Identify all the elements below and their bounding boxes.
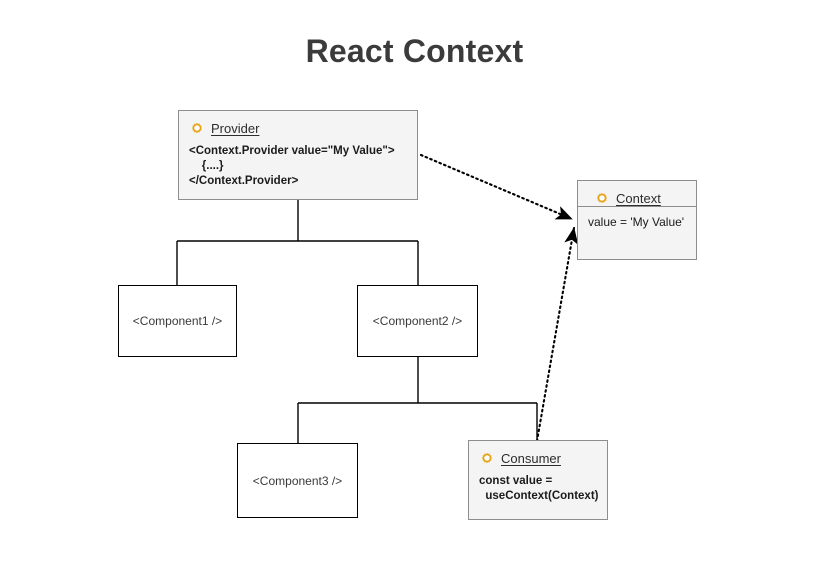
node-component3[interactable]: <Component3 /> — [237, 443, 358, 518]
node-provider[interactable]: Provider <Context.Provider value="My Val… — [178, 110, 418, 200]
provider-code: <Context.Provider value="My Value"> {...… — [189, 145, 395, 187]
node-component1[interactable]: <Component1 /> — [118, 285, 237, 357]
gear-icon — [189, 120, 205, 136]
context-header: Context — [578, 181, 696, 206]
edge-component2-to-children — [297, 357, 538, 443]
edge-provider-to-children — [176, 200, 419, 285]
consumer-code: const value = useContext(Context) — [479, 475, 599, 502]
provider-header: Provider — [179, 111, 417, 136]
context-divider — [578, 206, 696, 207]
page-title: React Context — [305, 33, 524, 69]
edge-consumer-to-context — [535, 226, 579, 443]
gear-icon — [479, 450, 495, 466]
edge-provider-to-context — [419, 153, 574, 221]
node-context[interactable]: Context value = 'My Value' — [577, 180, 697, 260]
node-consumer[interactable]: Consumer const value = useContext(Contex… — [468, 440, 608, 520]
component2-label: <Component2 /> — [372, 314, 463, 328]
consumer-title: Consumer — [501, 450, 561, 466]
context-value: value = 'My Value' — [588, 215, 685, 229]
node-component2[interactable]: <Component2 /> — [357, 285, 478, 357]
component3-label: <Component3 /> — [252, 473, 343, 488]
provider-title: Provider — [211, 120, 260, 136]
component1-label: <Component1 /> — [132, 314, 223, 328]
gear-icon — [594, 190, 610, 206]
context-title: Context — [616, 190, 661, 206]
consumer-header: Consumer — [469, 441, 607, 466]
